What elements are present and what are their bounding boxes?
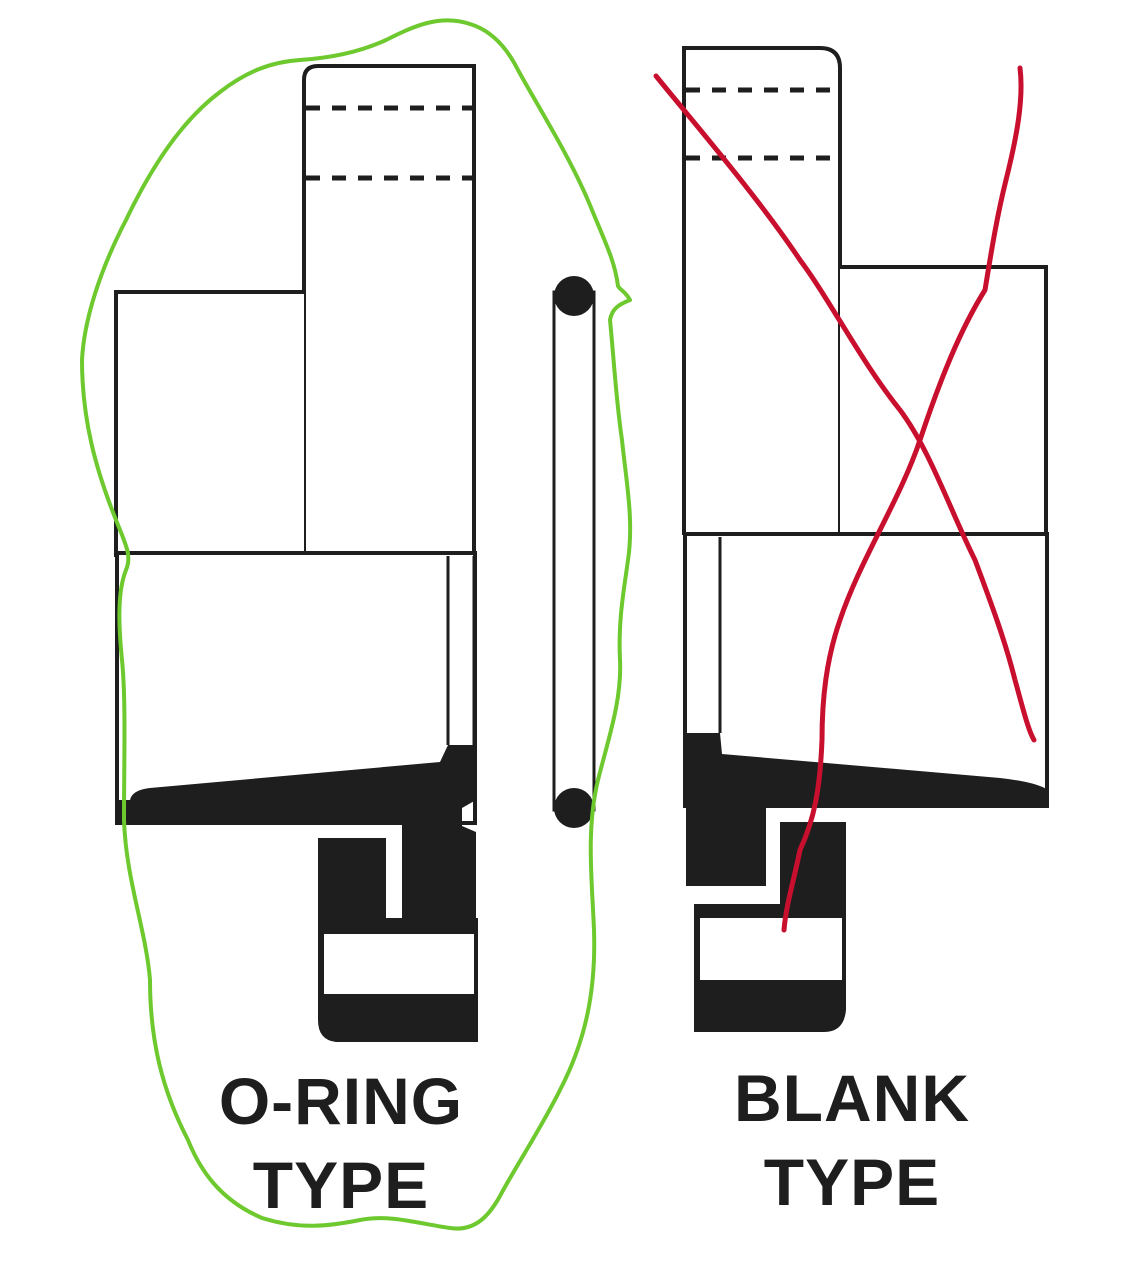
oring-sealing-profile	[118, 745, 476, 926]
blank-type-section	[682, 46, 1049, 808]
oring-upper-block	[302, 64, 476, 552]
blank-retainer-slot	[700, 918, 842, 980]
blank-upper-block	[682, 46, 842, 535]
oring-retainer-slot	[324, 934, 474, 994]
oring-type-label-line2: TYPE	[252, 1148, 430, 1222]
blank-type-label-line2: TYPE	[763, 1145, 941, 1219]
oring-type-label-line1: O-RING	[218, 1064, 464, 1138]
o-ring-bottom-cap	[554, 788, 594, 828]
reject-x-annotation	[653, 65, 1037, 933]
oring-type-section	[114, 64, 477, 825]
approve-circle-annotation	[80, 18, 633, 1231]
o-ring-seal	[552, 276, 596, 828]
blank-type-label: BLANK TYPE	[712, 1065, 992, 1215]
o-ring-top-cap	[554, 276, 594, 316]
reject-x-stroke-2	[781, 65, 1024, 933]
blank-type-label-line1: BLANK	[734, 1061, 970, 1135]
blank-sealing-profile	[686, 733, 1048, 886]
oring-type-label: O-RING TYPE	[196, 1068, 486, 1218]
oring-left-block	[114, 290, 304, 557]
reject-x-stroke-1	[653, 73, 1037, 743]
